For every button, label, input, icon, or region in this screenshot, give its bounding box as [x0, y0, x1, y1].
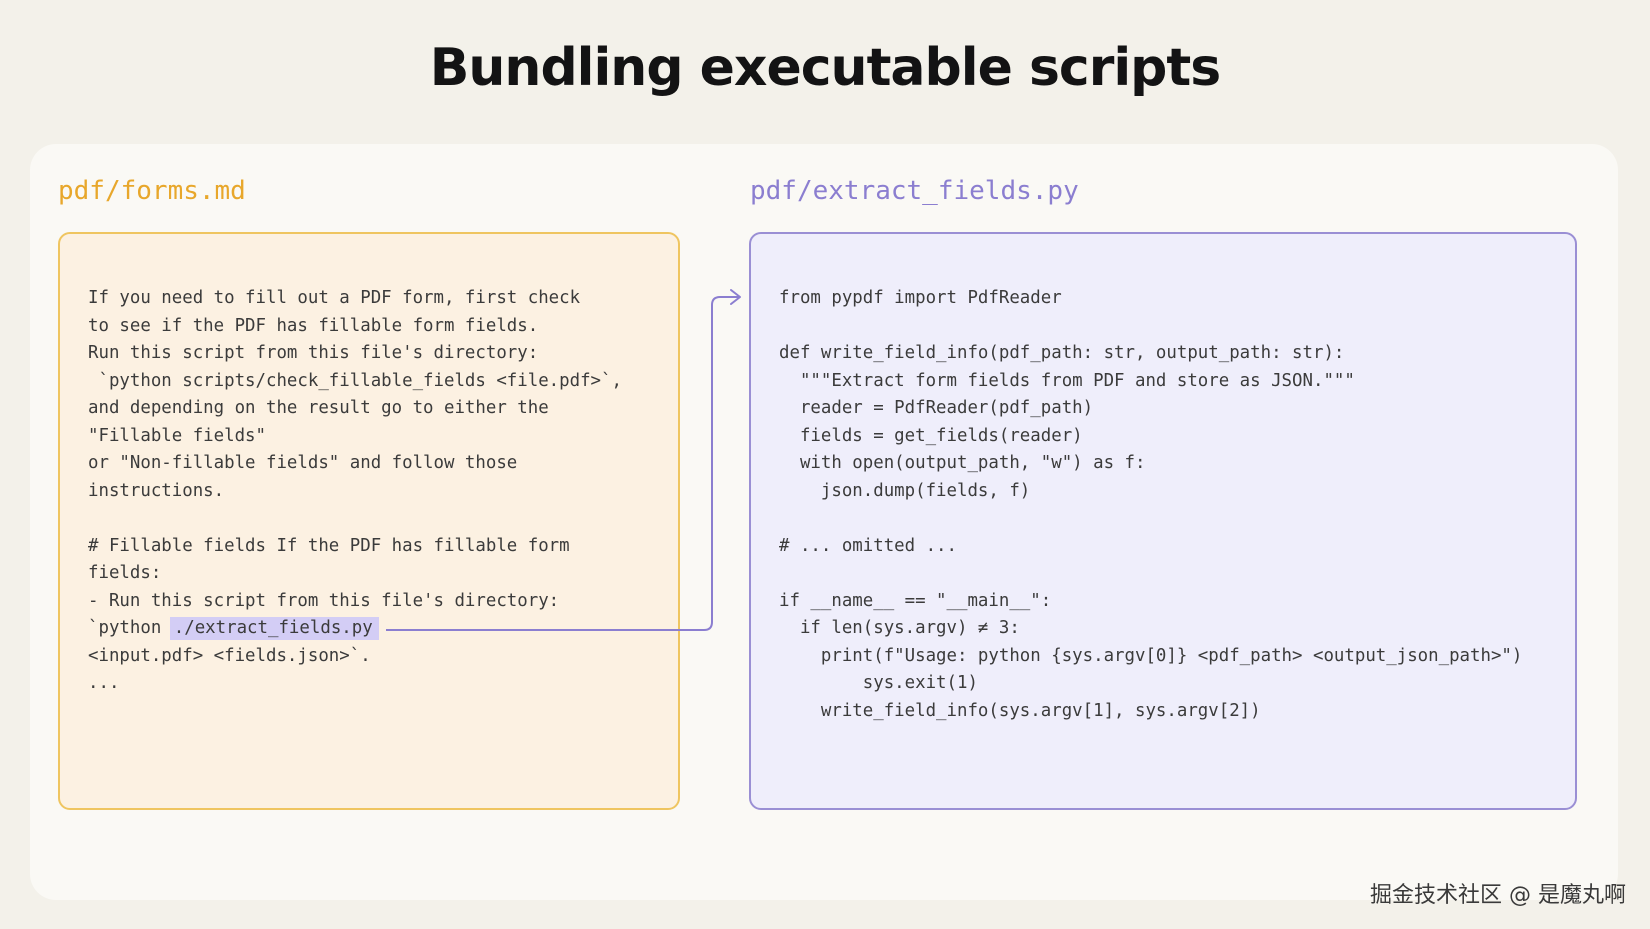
- code-line-with-link: `python ./extract_fields.py: [88, 615, 622, 643]
- code-line: # Fillable fields If the PDF has fillabl…: [88, 535, 570, 556]
- code-line: fields:: [88, 563, 162, 583]
- link-prefix: `python: [88, 618, 172, 638]
- code-line: `python scripts/check_fillable_fields <f…: [88, 370, 622, 391]
- python-file-content: from pypdf import PdfReader def write_fi…: [779, 285, 1522, 725]
- code-line: to see if the PDF has fillable form fiel…: [88, 315, 539, 336]
- extract-fields-script-link[interactable]: ./extract_fields.py: [169, 617, 379, 640]
- code-line: "Fillable fields": [88, 425, 266, 446]
- python-file-box: [749, 232, 1577, 810]
- code-line: <input.pdf> <fields.json>`.: [88, 645, 371, 666]
- page-title: Bundling executable scripts: [429, 38, 1221, 98]
- left-file-label: pdf/forms.md: [58, 176, 246, 206]
- watermark: 掘金技术社区 @ 是魔丸啊: [1370, 883, 1626, 908]
- code-line: Run this script from this file's directo…: [88, 343, 539, 363]
- right-file-label: pdf/extract_fields.py: [750, 176, 1079, 206]
- code-line: print(f"Usage: python {sys.argv[0]} <pdf…: [779, 645, 1523, 666]
- code-line: and depending on the result go to either…: [88, 398, 549, 418]
- markdown-file-box: [58, 232, 680, 810]
- code-line: instructions.: [88, 480, 225, 501]
- code-line: # ... omitted ...: [779, 535, 957, 556]
- code-line: fields = get_fields(reader): [779, 425, 1083, 446]
- code-line: if __name__ == "__main__":: [779, 590, 1052, 611]
- connector-line: [386, 296, 739, 631]
- arrowhead-icon: [730, 289, 741, 305]
- code-line: json.dump(fields, f): [779, 480, 1031, 501]
- code-line: """Extract form fields from PDF and stor…: [779, 370, 1355, 391]
- code-line: if len(sys.argv) ≠ 3:: [779, 618, 1020, 638]
- code-line: If you need to fill out a PDF form, firs…: [88, 288, 581, 308]
- code-line: from pypdf import PdfReader: [779, 288, 1062, 308]
- code-line: ...: [88, 673, 120, 693]
- code-line: def write_field_info(pdf_path: str, outp…: [779, 343, 1345, 363]
- code-line: with open(output_path, "w") as f:: [779, 453, 1146, 473]
- code-line: sys.exit(1): [779, 673, 978, 693]
- code-line: reader = PdfReader(pdf_path): [779, 398, 1094, 418]
- code-line: - Run this script from this file's direc…: [88, 590, 560, 611]
- code-line: write_field_info(sys.argv[1], sys.argv[2…: [779, 700, 1261, 721]
- code-line: or "Non-fillable fields" and follow thos…: [88, 453, 518, 473]
- markdown-file-content: If you need to fill out a PDF form, firs…: [88, 285, 622, 698]
